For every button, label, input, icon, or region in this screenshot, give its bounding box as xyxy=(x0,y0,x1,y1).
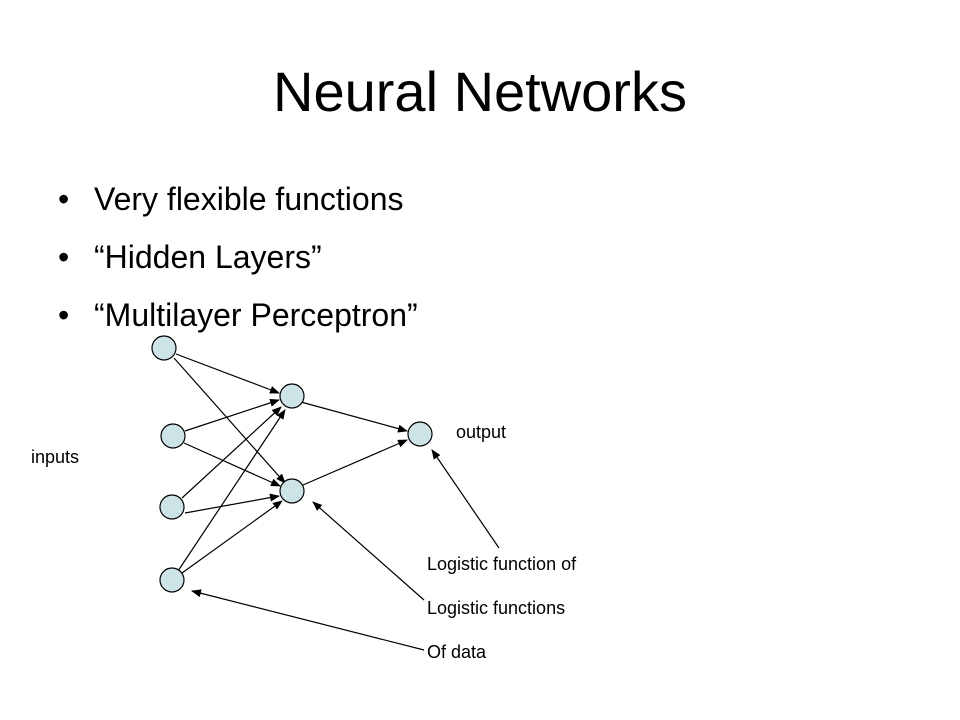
bullet-dot-icon: • xyxy=(58,181,70,217)
hidden-node-1 xyxy=(279,383,305,409)
bullet-text: “Hidden Layers” xyxy=(94,239,322,275)
slide-title: Neural Networks xyxy=(273,60,687,123)
bullet-item: • “Multilayer Perceptron” xyxy=(58,286,418,344)
annotation-arrow-hidden xyxy=(312,501,425,601)
bullet-text: Very flexible functions xyxy=(94,181,404,217)
edge-input4-hidden1 xyxy=(177,409,286,572)
bullet-dot-icon: • xyxy=(58,239,70,275)
annotation-line-3: Of data xyxy=(427,642,487,662)
bullet-item: • “Hidden Layers” xyxy=(58,228,418,286)
edge-input1-hidden1 xyxy=(175,353,280,394)
bullet-item: • Very flexible functions xyxy=(58,170,418,228)
input-node-4 xyxy=(159,567,185,593)
edge-input3-hidden2 xyxy=(184,493,280,514)
annotation-arrow-output xyxy=(431,449,500,549)
edge-hidden2-output xyxy=(302,439,408,486)
edge-input3-hidden1 xyxy=(181,406,282,499)
annotation-line-2: Logistic functions xyxy=(427,598,565,618)
edge-input2-hidden1 xyxy=(184,399,280,432)
edge-group xyxy=(173,353,500,651)
input-node-2 xyxy=(160,423,186,449)
inputs-label: inputs xyxy=(31,447,79,467)
input-node-1 xyxy=(151,335,177,361)
edge-hidden1-output xyxy=(300,401,408,433)
output-node xyxy=(407,421,433,447)
edge-input1-hidden2 xyxy=(173,357,286,484)
node-group xyxy=(151,335,433,593)
hidden-node-2 xyxy=(279,478,305,504)
output-label: output xyxy=(456,422,506,442)
edge-input2-hidden2 xyxy=(183,442,281,487)
input-node-3 xyxy=(159,494,185,520)
annotation-line-1: Logistic function of xyxy=(427,554,577,574)
annotation-arrow-inputs xyxy=(191,589,425,651)
bullet-text: “Multilayer Perceptron” xyxy=(94,297,418,333)
bullet-dot-icon: • xyxy=(58,297,70,333)
bullet-list: • Very flexible functions • “Hidden Laye… xyxy=(58,170,418,344)
edge-input4-hidden2 xyxy=(181,500,283,574)
